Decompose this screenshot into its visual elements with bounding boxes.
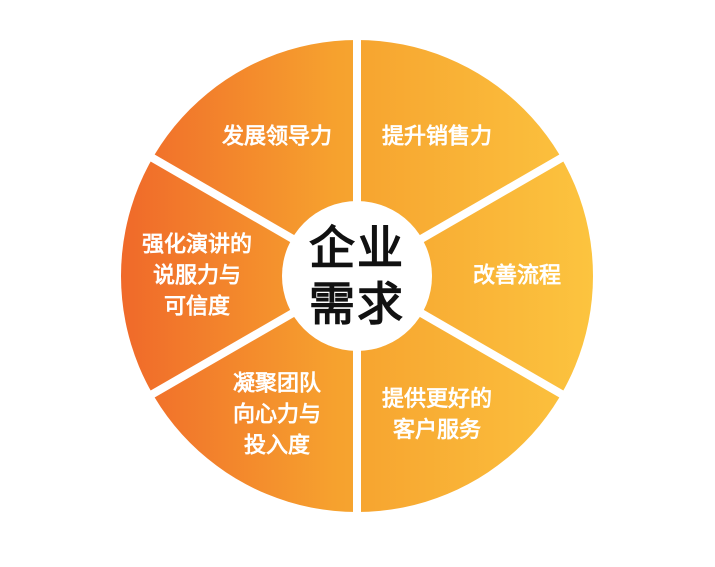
segment-label-line: 投入度: [243, 433, 311, 459]
segment-label-line: 改善流程: [472, 263, 562, 289]
segment-label: 强化演讲的说服力与可信度: [142, 230, 252, 323]
segment-label-line: 可信度: [163, 294, 231, 320]
segment-divider: [147, 309, 296, 400]
segment-label: 提供更好的客户服务: [382, 384, 492, 446]
center-title-line2: 需求: [309, 277, 405, 331]
segment-divider: [418, 152, 567, 243]
segment-label-line: 说服力与: [152, 263, 242, 289]
segment-label-line: 提供更好的: [381, 386, 493, 412]
segment-label-line: 发展领导力: [221, 124, 333, 150]
center-circle: [282, 201, 432, 351]
segment-label-line: 凝聚团队: [232, 371, 322, 397]
segment-label-line: 客户服务: [392, 417, 482, 443]
segment-label: 凝聚团队向心力与投入度: [233, 368, 321, 461]
center-title-line1: 企业: [309, 221, 405, 275]
segment-divider: [418, 309, 567, 400]
segment-label: 改善流程: [473, 261, 561, 292]
segment-label: 发展领导力: [222, 122, 332, 153]
segment-label-line: 向心力与: [232, 402, 322, 428]
center-title: 企业 需求: [309, 220, 405, 332]
segment-label: 提升销售力: [382, 122, 492, 153]
segment-label-line: 强化演讲的: [141, 232, 253, 258]
segment-label-line: 提升销售力: [381, 124, 493, 150]
segment-divider: [147, 152, 296, 243]
